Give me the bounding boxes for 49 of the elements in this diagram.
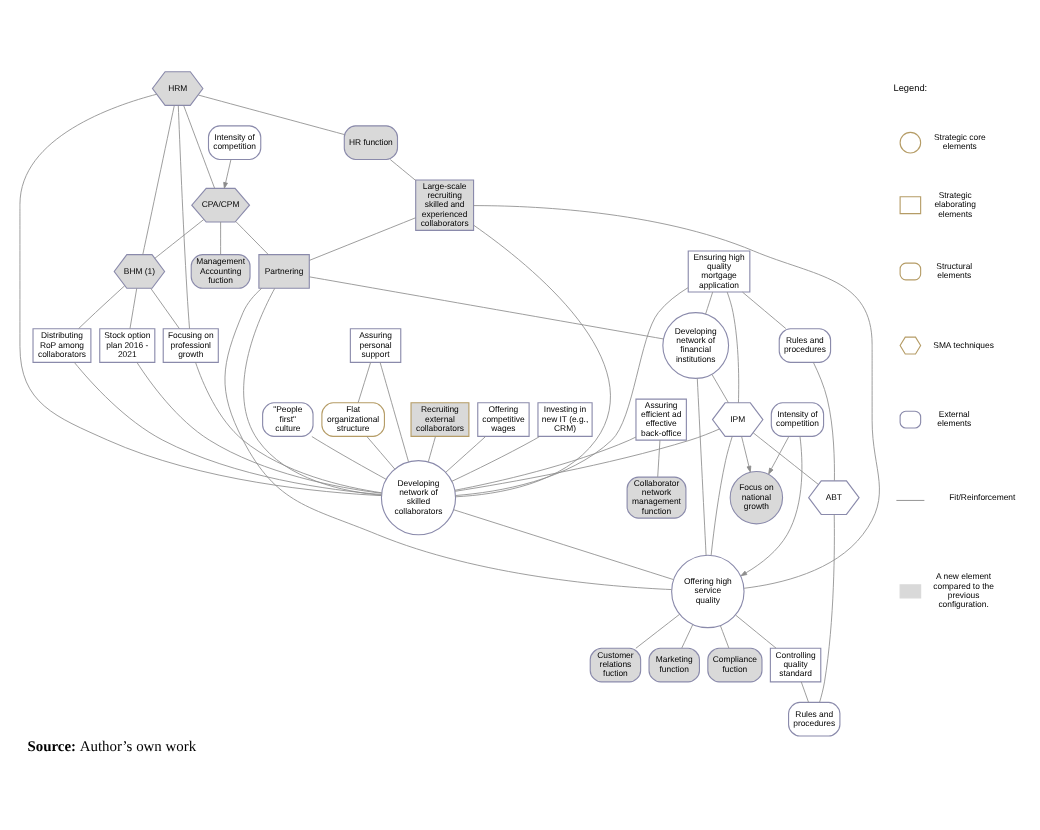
connector xyxy=(309,275,664,339)
connector xyxy=(453,508,674,579)
connector xyxy=(427,435,436,462)
arrow xyxy=(768,435,790,474)
connector xyxy=(74,361,382,494)
connector xyxy=(309,216,416,260)
connector xyxy=(635,612,681,648)
connector xyxy=(136,361,382,493)
connector xyxy=(705,290,714,314)
connector xyxy=(357,361,371,403)
connector xyxy=(177,104,190,329)
connector xyxy=(720,624,730,648)
connector xyxy=(800,680,809,702)
connector xyxy=(710,435,733,555)
arrow xyxy=(740,435,803,576)
connector xyxy=(681,623,694,648)
connector xyxy=(129,287,138,329)
connector xyxy=(451,435,540,481)
connector xyxy=(752,431,819,484)
connector xyxy=(19,92,382,496)
connector xyxy=(742,290,787,328)
connector xyxy=(445,435,486,472)
connector xyxy=(224,286,672,589)
connector xyxy=(243,287,382,495)
connector xyxy=(454,435,637,490)
connector xyxy=(183,104,215,188)
connector xyxy=(235,220,269,254)
connector xyxy=(142,104,175,254)
connector xyxy=(366,435,396,469)
connector xyxy=(711,373,729,403)
connector xyxy=(735,613,777,648)
connector xyxy=(220,220,222,254)
connector xyxy=(696,377,707,555)
connector xyxy=(197,93,345,134)
connector xyxy=(311,435,387,479)
connector xyxy=(726,290,740,403)
connector xyxy=(455,224,611,497)
connector xyxy=(379,361,409,462)
caption: Source: Author’s own work xyxy=(27,735,197,754)
connector xyxy=(154,218,205,258)
connector xyxy=(819,513,835,702)
connector xyxy=(657,438,661,477)
connector xyxy=(389,158,417,180)
connector xyxy=(454,427,720,491)
arrow xyxy=(741,435,752,472)
connector xyxy=(150,287,180,329)
arrow xyxy=(223,158,232,188)
connector xyxy=(78,284,126,328)
connector xyxy=(813,361,835,480)
